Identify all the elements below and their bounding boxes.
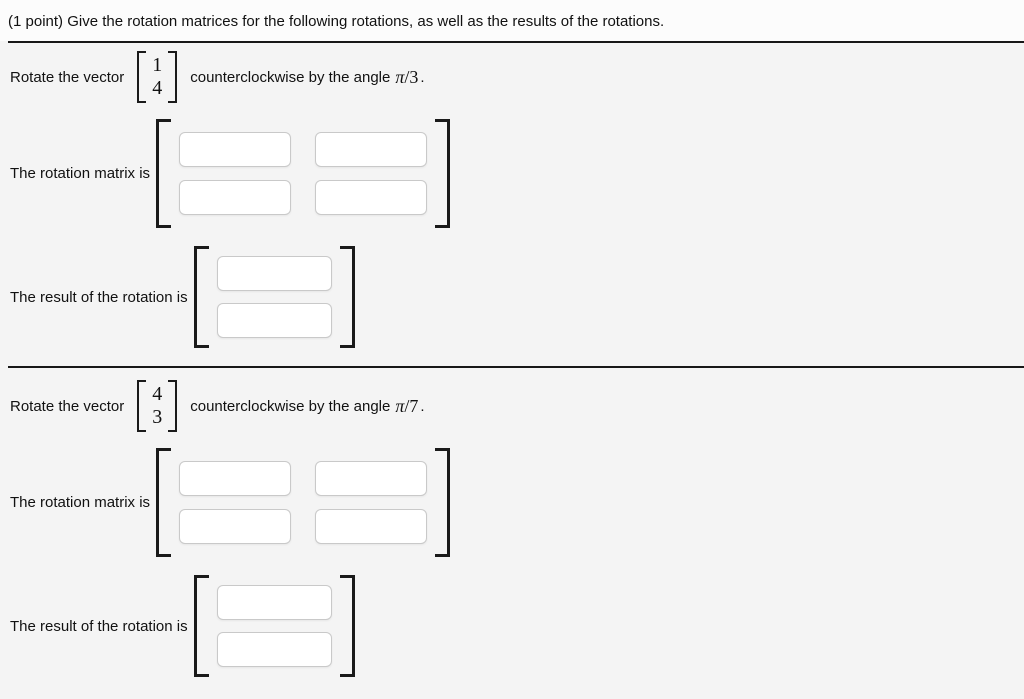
left-bracket — [137, 380, 147, 432]
right-bracket — [168, 380, 178, 432]
prompt-prefix: Rotate the vector — [10, 397, 125, 415]
result-input-r2[interactable] — [216, 632, 332, 667]
section-divider — [8, 41, 1024, 43]
vector-entry-top: 1 — [152, 54, 163, 76]
rotation-matrix-label: The rotation matrix is — [10, 165, 151, 182]
rotation-result-label: The result of the rotation is — [10, 288, 188, 306]
left-bracket — [156, 448, 172, 557]
pi-symbol: π — [395, 67, 405, 87]
prompt-row: Rotate the vector 1 4 counterclockwise b… — [0, 51, 1024, 103]
prompt-period: . — [420, 397, 425, 415]
vector-entry-bottom: 3 — [152, 406, 163, 428]
rotation-matrix-input-r2c2[interactable] — [315, 180, 428, 215]
result-vector-grid — [209, 246, 340, 348]
result-vector-grid — [209, 575, 340, 677]
prompt-middle: counterclockwise by the angle — [190, 68, 391, 86]
right-bracket — [339, 246, 355, 348]
vector-display: 4 3 — [137, 380, 178, 432]
rotation-matrix-input-r1c2[interactable] — [315, 461, 428, 496]
rotation-matrix — [156, 119, 451, 228]
rotation-result-row: The result of the rotation is — [0, 246, 1024, 348]
right-bracket — [435, 448, 451, 557]
problem-statement: (1 point) Give the rotation matrices for… — [0, 0, 1024, 41]
angle-fraction: /3 — [404, 67, 419, 87]
left-bracket — [193, 246, 209, 348]
right-bracket — [435, 119, 451, 228]
rotation-result-label: The result of the rotation is — [10, 617, 188, 635]
result-input-r1[interactable] — [216, 256, 332, 291]
rotation-matrix-grid — [171, 119, 435, 228]
prompt-period: . — [420, 68, 425, 86]
prompt-prefix: Rotate the vector — [10, 68, 125, 86]
result-input-r2[interactable] — [216, 303, 332, 338]
rotation-matrix-row: The rotation matrix is — [0, 448, 1024, 557]
vector-entries: 4 3 — [146, 380, 168, 432]
prompt-middle: counterclockwise by the angle — [190, 397, 391, 415]
angle-expression: π/7 — [395, 397, 418, 415]
rotation-matrix-input-r2c1[interactable] — [179, 509, 292, 544]
prompt-row: Rotate the vector 4 3 counterclockwise b… — [0, 380, 1024, 432]
rotation-matrix — [156, 448, 451, 557]
right-bracket — [168, 51, 178, 103]
vector-entry-bottom: 4 — [152, 77, 163, 99]
vector-entry-top: 4 — [152, 383, 163, 405]
rotation-matrix-input-r1c2[interactable] — [315, 132, 428, 167]
vector-entries: 1 4 — [146, 51, 168, 103]
rotation-matrix-input-r2c2[interactable] — [315, 509, 428, 544]
rotation-matrix-input-r1c1[interactable] — [179, 132, 292, 167]
result-input-r1[interactable] — [216, 585, 332, 620]
section-divider — [8, 366, 1024, 368]
rotation-matrix-row: The rotation matrix is — [0, 119, 1024, 228]
vector-display: 1 4 — [137, 51, 178, 103]
right-bracket — [339, 575, 355, 677]
rotation-matrix-grid — [171, 448, 435, 557]
angle-fraction: /7 — [404, 396, 419, 416]
left-bracket — [156, 119, 172, 228]
rotation-matrix-input-r2c1[interactable] — [179, 180, 292, 215]
angle-expression: π/3 — [395, 68, 418, 86]
rotation-matrix-input-r1c1[interactable] — [179, 461, 292, 496]
left-bracket — [137, 51, 147, 103]
rotation-matrix-label: The rotation matrix is — [10, 494, 151, 511]
pi-symbol: π — [395, 396, 405, 416]
result-vector — [193, 246, 355, 348]
left-bracket — [193, 575, 209, 677]
rotation-result-row: The result of the rotation is — [0, 575, 1024, 677]
result-vector — [193, 575, 355, 677]
